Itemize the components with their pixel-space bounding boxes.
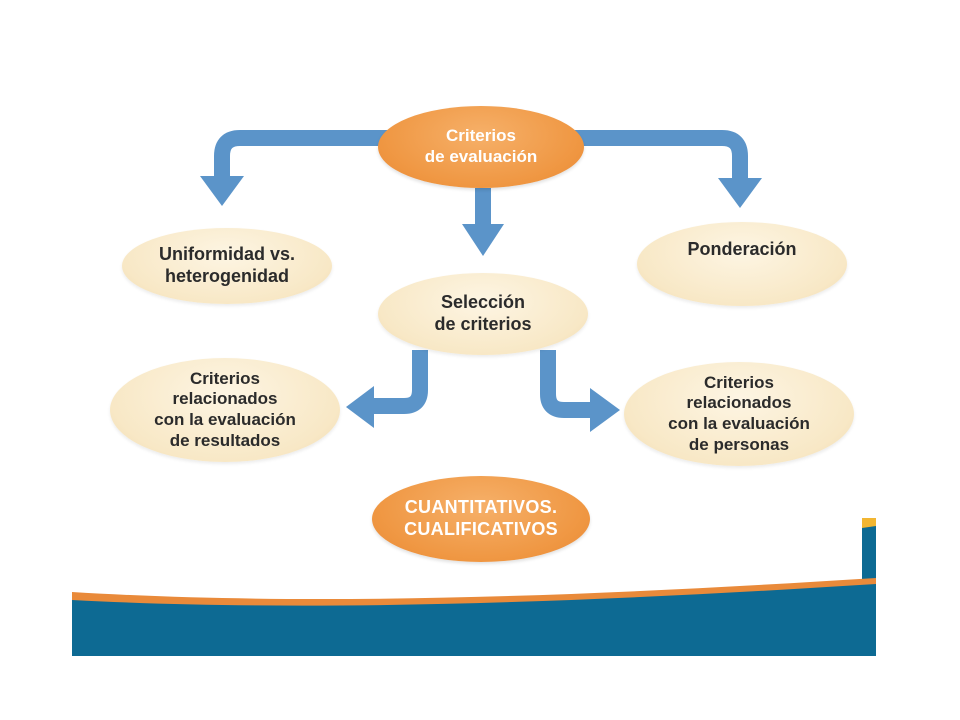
node-cuantitativos-cualificativos: CUANTITATIVOS. CUALIFICATIVOS [372,476,590,562]
arrow-right-head [718,178,762,208]
footer-teal-wave [72,584,876,656]
node-uniformidad: Uniformidad vs. heterogenidad [122,228,332,304]
node-label: Selección de criterios [434,292,532,334]
arrow-lower-right-shaft [540,350,592,418]
footer-teal-strip [862,526,876,588]
arrow-lower-right-head [590,388,620,432]
node-label: Ponderación [687,239,797,260]
arrow-lower-left-shaft [372,350,428,414]
footer-band [72,518,876,656]
arrow-left-head [200,176,244,206]
node-label: CUANTITATIVOS. CUALIFICATIVOS [404,497,558,539]
node-seleccion-criterios: Selección de criterios [378,273,588,355]
node-label: Criterios relacionados con la evaluación… [668,372,810,454]
node-criterios-resultados: Criterios relacionados con la evaluación… [110,358,340,462]
node-label: Criterios de evaluación [424,126,538,166]
arrow-left-shaft [214,130,392,178]
node-label: Criterios relacionados con la evaluación… [154,368,296,450]
node-ponderacion: Ponderación [637,222,847,306]
node-criterios-evaluacion: Criterios de evaluación [378,106,584,188]
node-label: Uniformidad vs. heterogenidad [158,244,296,286]
arrow-lower-left-head [346,386,374,428]
arrow-right-shaft [570,130,748,180]
node-criterios-personas: Criterios relacionados con la evaluación… [624,362,854,466]
arrow-center-head [462,224,504,256]
